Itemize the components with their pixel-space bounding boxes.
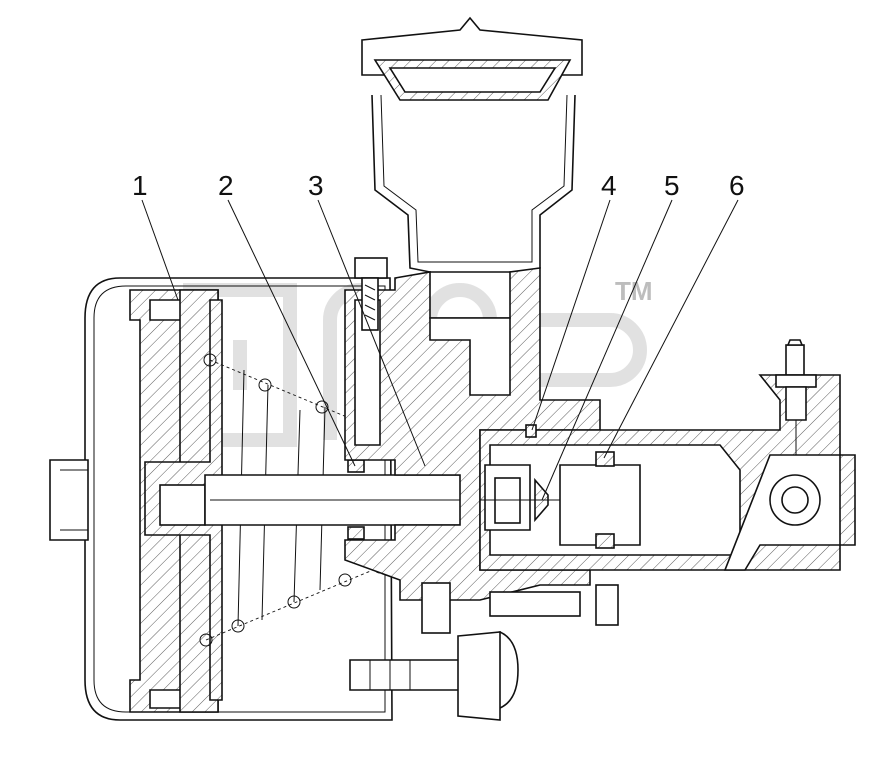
leader-line-4 [531, 199, 611, 431]
callout-5: 5 [664, 170, 680, 201]
piston-boss [159, 484, 206, 526]
leader-line-6 [603, 199, 739, 459]
leader-line-1 [141, 199, 179, 301]
valve-body [344, 267, 601, 601]
body-oring [525, 424, 537, 438]
rod-seal-lower [347, 526, 365, 540]
piston-disc [144, 299, 223, 701]
rod-seal-upper [347, 459, 365, 473]
piston-seal-lower [595, 533, 615, 549]
piston-seal-upper [595, 451, 615, 467]
valve-element [480, 477, 560, 524]
bleeder-nipple [775, 339, 817, 455]
callout-6: 6 [729, 170, 745, 201]
leader-lines [141, 199, 739, 501]
leader-line-5 [541, 199, 673, 501]
leader-line-2 [227, 199, 356, 467]
callout-4: 4 [601, 170, 617, 201]
leader-line-3 [317, 199, 426, 467]
bleed-bolt [354, 257, 388, 331]
lower-fittings [349, 582, 619, 721]
callout-1: 1 [132, 170, 148, 201]
trademark-mark: TM [615, 276, 653, 306]
callout-2: 2 [218, 170, 234, 201]
fluid-reservoir [361, 16, 583, 273]
callout-3: 3 [308, 170, 324, 201]
push-rod [204, 474, 481, 526]
